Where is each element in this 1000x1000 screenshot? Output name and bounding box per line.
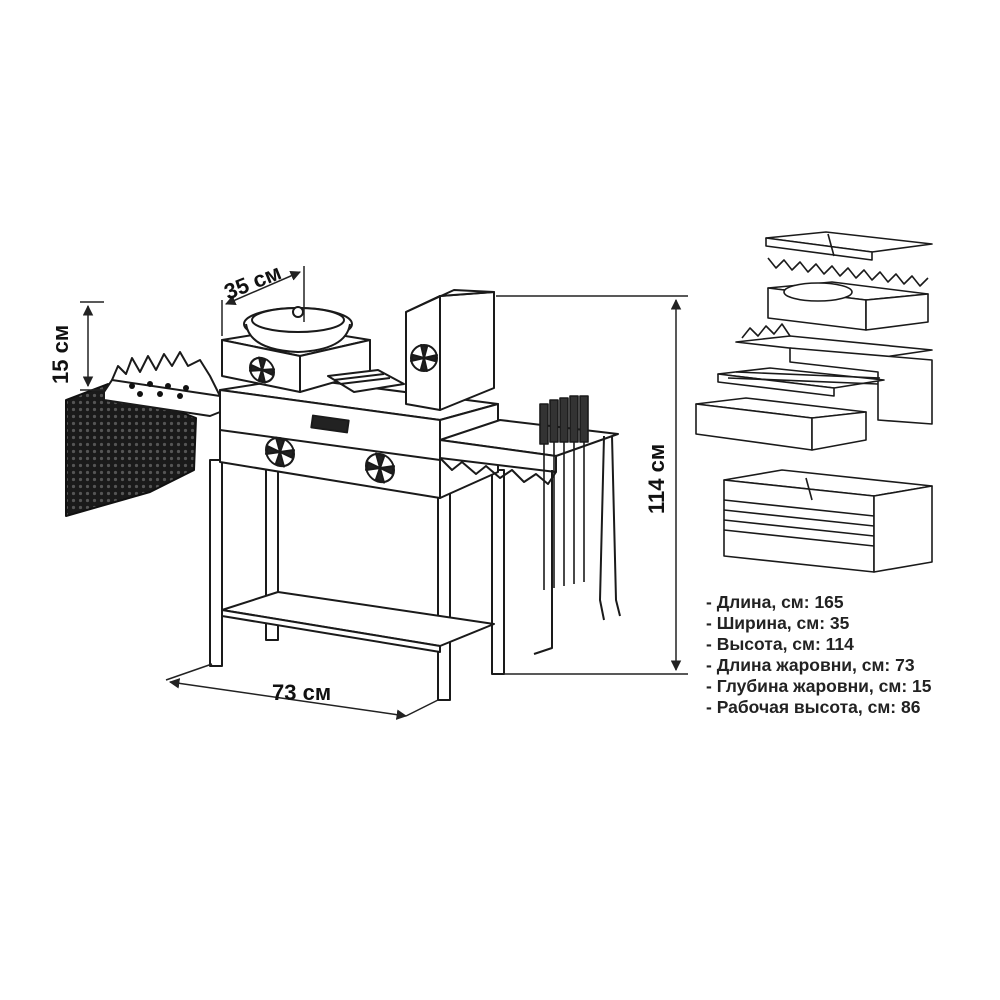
kazan-pot-body xyxy=(245,323,351,353)
side-box-vent xyxy=(410,344,438,372)
spec-item: Ширина, см: 35 xyxy=(706,613,931,634)
stove-vent xyxy=(249,356,275,384)
left-shelf-teeth xyxy=(111,351,221,397)
dim-label-114: 114 см xyxy=(644,444,669,514)
firebox-handle xyxy=(310,414,350,434)
legs xyxy=(209,459,505,701)
spec-item: Длина жаровни, см: 73 xyxy=(706,655,931,676)
side-box-top xyxy=(405,289,495,313)
exploded-assembled-side xyxy=(873,485,933,573)
dim-label-15: 15 см xyxy=(48,325,73,384)
spec-item: Длина, см: 165 xyxy=(706,592,931,613)
bottom-shelf-front xyxy=(221,609,441,653)
spec-list: Длина, см: 165 Ширина, см: 35 Высота, см… xyxy=(706,592,932,718)
exploded-view xyxy=(695,231,933,573)
spec-item: Высота, см: 114 xyxy=(706,634,931,655)
spec-item: Рабочая высота, см: 86 xyxy=(706,697,931,718)
dim-label-73: 73 см xyxy=(272,680,331,705)
firebox-seam xyxy=(219,429,441,461)
exploded-assembled-front xyxy=(723,479,875,573)
left-shelf-holes xyxy=(129,381,189,399)
tongs xyxy=(599,435,621,621)
side-box-side xyxy=(439,291,495,411)
hanging-grate-panel xyxy=(65,383,197,517)
vent-right xyxy=(365,452,395,484)
vent-left xyxy=(265,436,295,468)
skewers xyxy=(539,395,589,590)
spec-item: Глубина жаровни, см: 15 xyxy=(706,676,932,697)
exploded-skewers xyxy=(717,367,885,397)
exploded-grate xyxy=(767,257,929,287)
main-grill xyxy=(65,289,621,701)
dim-label-35: 35 см xyxy=(221,259,285,304)
poker xyxy=(533,470,553,655)
right-table-teeth xyxy=(439,457,557,485)
dimension-lines xyxy=(80,266,688,720)
kazan-lid-knob xyxy=(292,306,304,318)
